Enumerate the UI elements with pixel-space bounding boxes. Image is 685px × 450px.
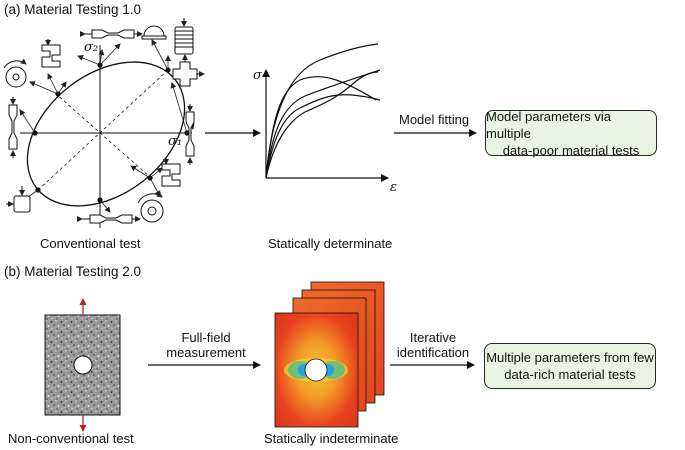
tensile-specimen-icon: [8, 97, 18, 158]
panel-a-title: (a) Material Testing 1.0: [4, 2, 142, 17]
result-box-a: Model parameters via multiple data-poor …: [485, 108, 657, 158]
chart-x-label: ε: [390, 180, 397, 195]
field-hole: [304, 358, 328, 382]
result-a-line2: data-poor material tests: [502, 142, 640, 158]
tensile-specimen-icon: [77, 214, 141, 224]
tensile-specimen-icon: [80, 29, 143, 39]
stress-strain-chart: [262, 43, 389, 182]
conventional-test-caption: Conventional test: [40, 236, 141, 251]
notched-specimen-icon: [41, 39, 61, 68]
strain-field-stack: [274, 281, 385, 428]
disc-specimen-icon: [3, 58, 27, 88]
sigma1-label: σ₁: [168, 134, 183, 149]
diagonal-dashed-2: [54, 92, 151, 178]
sigma2-label: σ₂: [84, 40, 99, 55]
torsion-specimen-icon: [137, 191, 164, 223]
chart-y-label: σ: [253, 68, 262, 83]
tensile-specimen-icon: [185, 104, 195, 165]
full-field-line1: Full-field: [181, 330, 231, 345]
result-box-b: Multiple parameters from few data-rich m…: [484, 343, 656, 389]
non-conventional-test-caption: Non-conventional test: [8, 431, 134, 446]
dome-specimen-icon: [141, 25, 167, 40]
iterative-line2: identification: [396, 345, 470, 360]
cross-specimen-icon: [172, 54, 205, 87]
curve-1: [265, 76, 377, 179]
curve-2: [265, 69, 381, 179]
full-field-line2: measurement: [166, 345, 246, 360]
coil-specimen-icon: [174, 18, 194, 55]
notched-specimen-icon: [161, 158, 181, 187]
curve-5: [265, 71, 379, 179]
curve-4: [265, 94, 381, 179]
full-field-label: Full-field measurement: [156, 330, 256, 360]
diagonal-dashed: [37, 69, 169, 191]
result-a-line1: Model parameters via multiple: [486, 108, 611, 141]
stress-space-diagram: [19, 39, 195, 228]
result-b-line1: Multiple parameters from few: [486, 350, 654, 365]
model-fitting-label: Model fitting: [399, 112, 470, 127]
iterative-identification-label: Iterative identification: [392, 330, 474, 360]
statically-indeterminate-caption: Statically indeterminate: [264, 431, 399, 446]
pointer-arrows: [19, 39, 195, 213]
statically-determinate-caption: Statically determinate: [268, 236, 393, 251]
specimen-hole: [73, 355, 93, 375]
result-b-line2: data-rich material tests: [504, 367, 636, 382]
curve-3: [265, 43, 379, 179]
speckle-specimen: [44, 314, 121, 416]
panel-b-title: (b) Material Testing 2.0: [4, 264, 142, 279]
iterative-line1: Iterative: [409, 330, 457, 345]
square-specimen-icon: [6, 186, 31, 213]
